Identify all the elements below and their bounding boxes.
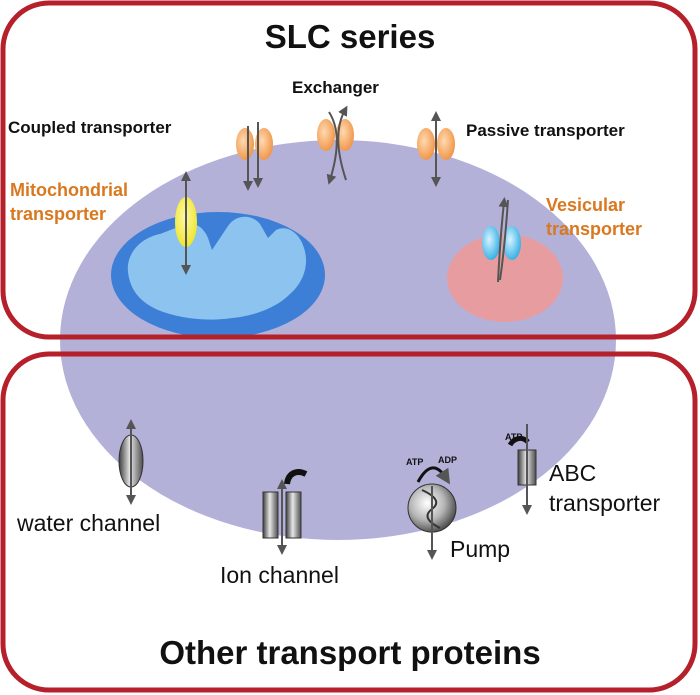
mitochondrial-transporter-icon [175,171,197,275]
vesicle [447,234,563,322]
abc-transporter-icon [507,424,537,515]
mitochondrial-label-line2: transporter [10,204,107,224]
abc-atp-label: ATP [505,432,523,442]
vesicular-label-line2: transporter [546,219,643,239]
pump-icon [407,466,457,560]
passive-transporter-label: Passive transporter [466,121,625,140]
other-transport-proteins-title: Other transport proteins [159,634,541,671]
slc-panel-frame [0,0,698,340]
vesicular-transporter-icon [482,197,521,283]
passive-transporter-icon [417,111,455,187]
abc-transporter-label: ABC transporter [549,458,660,518]
coupled-transporter-icon [236,122,273,191]
pump-label: Pump [450,536,511,562]
pump-atp-label: ATP [406,457,424,467]
vesicular-transporter-label: Vesicular transporter [546,193,642,241]
water-channel-icon [118,419,144,505]
abc-label-line2: transporter [549,490,661,516]
slc-series-title: SLC series [264,18,436,55]
exchanger-icon [317,105,354,185]
coupled-transporter-label: Coupled transporter [8,118,172,137]
exchanger-label: Exchanger [292,78,379,97]
other-panel-frame [0,351,698,693]
ion-channel-label: Ion channel [220,562,339,588]
mitochondrial-transporter-label: Mitochondrial transporter [10,178,128,226]
abc-label-line1: ABC [549,460,597,486]
vesicular-label-line1: Vesicular [546,195,626,215]
mitochondrion-inner [127,216,307,320]
water-channel-label: water channel [17,510,161,536]
mitochondrial-label-line1: Mitochondrial [10,180,128,200]
pump-adp-label: ADP [438,455,458,465]
ion-channel-icon [262,469,308,555]
